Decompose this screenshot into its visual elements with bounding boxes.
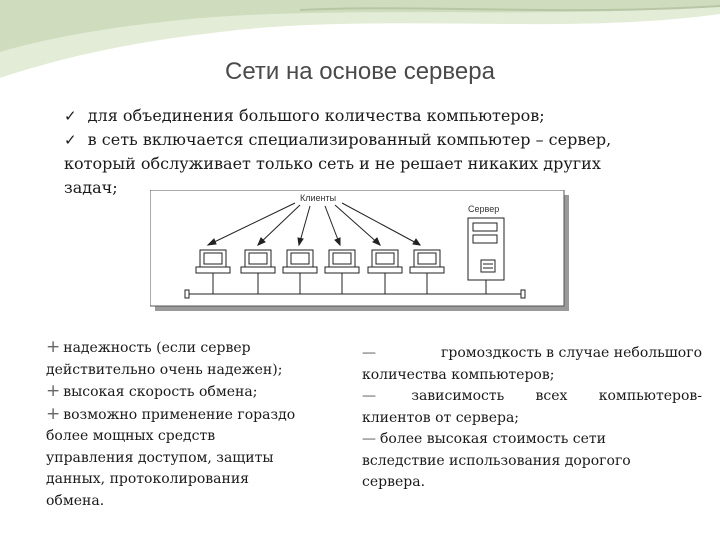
plus-icon: + xyxy=(46,403,61,424)
client-computer-icon xyxy=(324,249,360,294)
check-icon: ✓ xyxy=(64,131,77,149)
client-computer-icon xyxy=(240,249,276,294)
top-decoration xyxy=(0,0,720,78)
dash-icon: — xyxy=(362,345,376,361)
client-computer-icon xyxy=(409,249,445,294)
disadvantage-item: — громоздкость в случае небольшого колич… xyxy=(362,345,702,383)
dash-icon: — xyxy=(362,388,376,404)
clients-label: Клиенты xyxy=(300,193,336,203)
dash-icon: — xyxy=(362,431,376,447)
bullet-text-continued: задач; xyxy=(64,178,118,197)
bullet-item: ✓ в сеть включается специализированный к… xyxy=(64,128,684,152)
client-computer-icon xyxy=(367,249,403,294)
clients xyxy=(195,249,445,294)
server-label: Сервер xyxy=(468,204,499,214)
disadvantage-item: —более высокая стоимость сети вследствие… xyxy=(362,431,631,490)
client-computer-icon xyxy=(282,249,318,294)
advantage-item: +возможно применение гораздо более мощны… xyxy=(46,403,296,509)
network-diagram: Клиенты Сервер xyxy=(150,190,569,311)
bullet-item: ✓ для объединения большого количества ко… xyxy=(64,104,684,128)
bullet-text: для объединения большого количества комп… xyxy=(87,106,545,125)
advantages-list: +надежность (если сервер действительно о… xyxy=(46,337,334,512)
disadvantage-item: — зависимость всех компьютеров- клиентов… xyxy=(362,388,702,426)
server-computer-icon xyxy=(467,217,505,294)
arrows xyxy=(206,202,422,247)
bullet-text: в сеть включается специализированный ком… xyxy=(87,130,612,149)
page-title: Сети на основе сервера xyxy=(225,58,495,85)
bullet-text-continued: который обслуживает только сеть и не реш… xyxy=(64,154,601,173)
advantage-item: +надежность (если сервер действительно о… xyxy=(46,337,283,378)
check-icon: ✓ xyxy=(64,107,77,125)
disadvantages-list: — громоздкость в случае небольшого колич… xyxy=(362,343,702,494)
client-computer-icon xyxy=(195,249,231,294)
plus-icon: + xyxy=(46,381,61,401)
advantage-item: +высокая скорость обмена; xyxy=(46,381,258,401)
bullet-list: ✓ для объединения большого количества ко… xyxy=(64,104,684,200)
plus-icon: + xyxy=(46,337,61,357)
network-bus xyxy=(184,289,526,299)
